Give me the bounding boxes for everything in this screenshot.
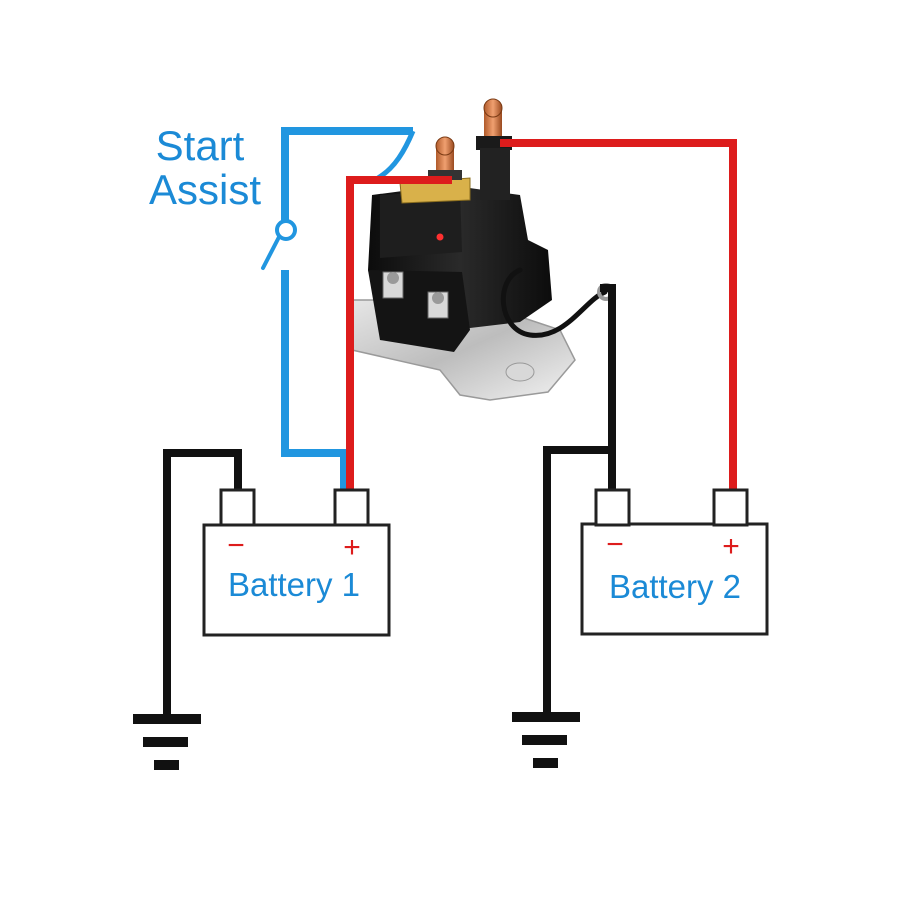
ground-wire <box>163 284 616 715</box>
positive-wire <box>346 139 737 492</box>
ground-symbol-icon <box>512 712 580 768</box>
control-wire <box>281 127 416 492</box>
terminal-post-left <box>428 136 462 180</box>
switch-label-line1: Start <box>156 122 245 169</box>
battery-1-label: Battery 1 <box>228 566 360 603</box>
ground-symbol-icon <box>133 714 201 770</box>
terminal-post-right <box>476 98 512 200</box>
relay-solenoid-icon <box>351 98 615 401</box>
battery-2: − + Battery 2 <box>580 488 769 636</box>
battery-1-negative-sign: − <box>227 529 245 562</box>
switch-label-line2: Assist <box>149 166 261 213</box>
battery-2-positive-sign: + <box>722 530 740 563</box>
switch-icon <box>261 219 297 270</box>
battery-2-label: Battery 2 <box>609 568 741 605</box>
battery-1: − + Battery 1 <box>202 488 391 637</box>
battery-2-negative-sign: − <box>606 528 624 561</box>
battery-1-positive-sign: + <box>343 531 361 564</box>
